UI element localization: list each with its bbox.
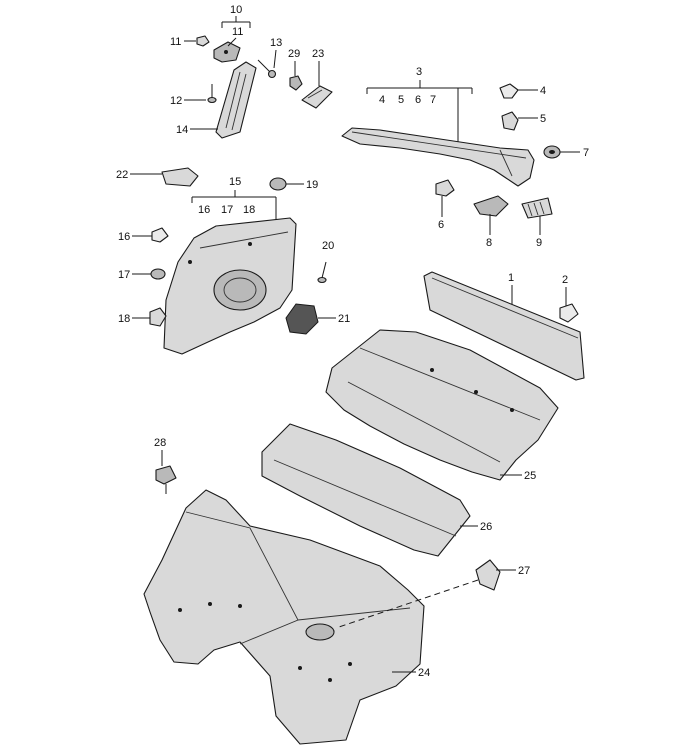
callout-label: 28 xyxy=(154,437,166,449)
part-6-clip xyxy=(435,179,455,197)
part-20-screw xyxy=(317,261,327,284)
part-23-bracket xyxy=(301,85,333,109)
callout-sublabel: 18 xyxy=(243,204,255,216)
part-7-grommet xyxy=(543,145,561,159)
callout-label: 24 xyxy=(418,667,430,679)
part-29-clip xyxy=(289,75,303,91)
callout-4: 4 xyxy=(518,85,546,97)
callout-label: 20 xyxy=(322,240,334,252)
part-28-nut xyxy=(155,465,177,494)
part-25-rear-shelf xyxy=(325,329,559,481)
callout-label: 11 xyxy=(170,36,181,48)
part-4-clip xyxy=(499,83,519,99)
callout-27: 27 xyxy=(496,565,530,577)
callout-13: 13 xyxy=(270,37,282,69)
callout-12: 12 xyxy=(170,95,206,107)
callout-5: 5 xyxy=(518,113,546,125)
part-14-pillar-trim xyxy=(215,61,257,139)
part-21-speaker-grille xyxy=(285,303,319,335)
callout-label: 10 xyxy=(230,4,242,16)
part-9-grille xyxy=(521,197,553,219)
callout-sublabel: 4 xyxy=(379,94,385,106)
callout-label: 13 xyxy=(270,37,282,49)
callout-label: 9 xyxy=(536,237,542,249)
callout-label: 16 xyxy=(118,231,130,243)
callout-label: 27 xyxy=(518,565,530,577)
part-8-cover xyxy=(473,195,509,217)
callout-group-10: 10 11 xyxy=(221,4,251,47)
part-1-shelf-rail xyxy=(423,271,585,381)
callout-17: 17 xyxy=(118,269,151,281)
callout-14: 14 xyxy=(176,124,218,136)
callout-23: 23 xyxy=(312,48,324,86)
callout-sublabel: 7 xyxy=(430,94,436,106)
callout-sublabel: 6 xyxy=(415,94,421,106)
callout-label: 4 xyxy=(540,85,546,97)
callout-label: 14 xyxy=(176,124,188,136)
callout-label: 3 xyxy=(416,66,422,78)
callout-7: 7 xyxy=(560,147,589,159)
callout-2: 2 xyxy=(562,274,568,306)
part-19-clip xyxy=(269,177,287,191)
callout-label: 26 xyxy=(480,521,492,533)
part-2-clip xyxy=(559,303,579,323)
callout-6: 6 xyxy=(438,196,444,231)
callout-label: 6 xyxy=(438,219,444,231)
callout-label: 15 xyxy=(229,176,241,188)
callout-1: 1 xyxy=(508,272,514,304)
callout-22: 22 xyxy=(116,169,162,181)
callout-label: 2 xyxy=(562,274,568,286)
callout-11: 11 xyxy=(170,36,196,48)
callout-19: 19 xyxy=(286,179,318,191)
callout-label: 8 xyxy=(486,237,492,249)
callout-sublabel: 11 xyxy=(232,26,243,38)
callout-sublabel: 17 xyxy=(221,204,233,216)
part-22-handle xyxy=(161,167,199,187)
callout-21: 21 xyxy=(318,313,350,325)
callout-label: 7 xyxy=(583,147,589,159)
callout-9: 9 xyxy=(536,216,542,249)
part-12-screw xyxy=(207,84,217,104)
part-3-shelf-support xyxy=(341,127,535,187)
callout-26: 26 xyxy=(460,521,492,533)
callout-18: 18 xyxy=(118,313,150,325)
part-17-grommet xyxy=(150,268,166,280)
part-24-trunk-liner xyxy=(143,489,425,745)
callout-28: 28 xyxy=(154,437,166,466)
callout-label: 22 xyxy=(116,169,128,181)
part-16-clip xyxy=(151,227,169,243)
callout-sublabel: 5 xyxy=(398,94,404,106)
callout-label: 17 xyxy=(118,269,130,281)
callout-8: 8 xyxy=(486,214,492,249)
callout-label: 29 xyxy=(288,48,300,60)
callout-label: 25 xyxy=(524,470,536,482)
callout-label: 1 xyxy=(508,272,514,284)
callout-group-15: 15 16 17 18 xyxy=(191,176,277,220)
callout-group-3: 3 4 5 6 7 xyxy=(366,66,473,142)
part-26-trunk-panel xyxy=(261,423,471,557)
callout-label: 18 xyxy=(118,313,130,325)
callout-label: 23 xyxy=(312,48,324,60)
part-15-side-trim xyxy=(163,217,297,355)
part-18-clip xyxy=(149,307,167,327)
callout-25: 25 xyxy=(500,470,536,482)
callout-label: 21 xyxy=(338,313,350,325)
callout-sublabel: 16 xyxy=(198,204,210,216)
callout-16: 16 xyxy=(118,231,152,243)
callout-label: 12 xyxy=(170,95,182,107)
callout-label: 5 xyxy=(540,113,546,125)
callout-24: 24 xyxy=(392,667,430,679)
alignment-line xyxy=(335,579,479,629)
part-10-bracket xyxy=(213,41,241,63)
callout-20: 20 xyxy=(322,240,334,252)
part-5-clip xyxy=(501,111,519,131)
callout-label: 19 xyxy=(306,179,318,191)
part-13-screw xyxy=(257,59,277,79)
callout-29: 29 xyxy=(288,48,300,76)
part-27-cap xyxy=(475,559,501,591)
part-11-clip-upper xyxy=(196,35,210,47)
